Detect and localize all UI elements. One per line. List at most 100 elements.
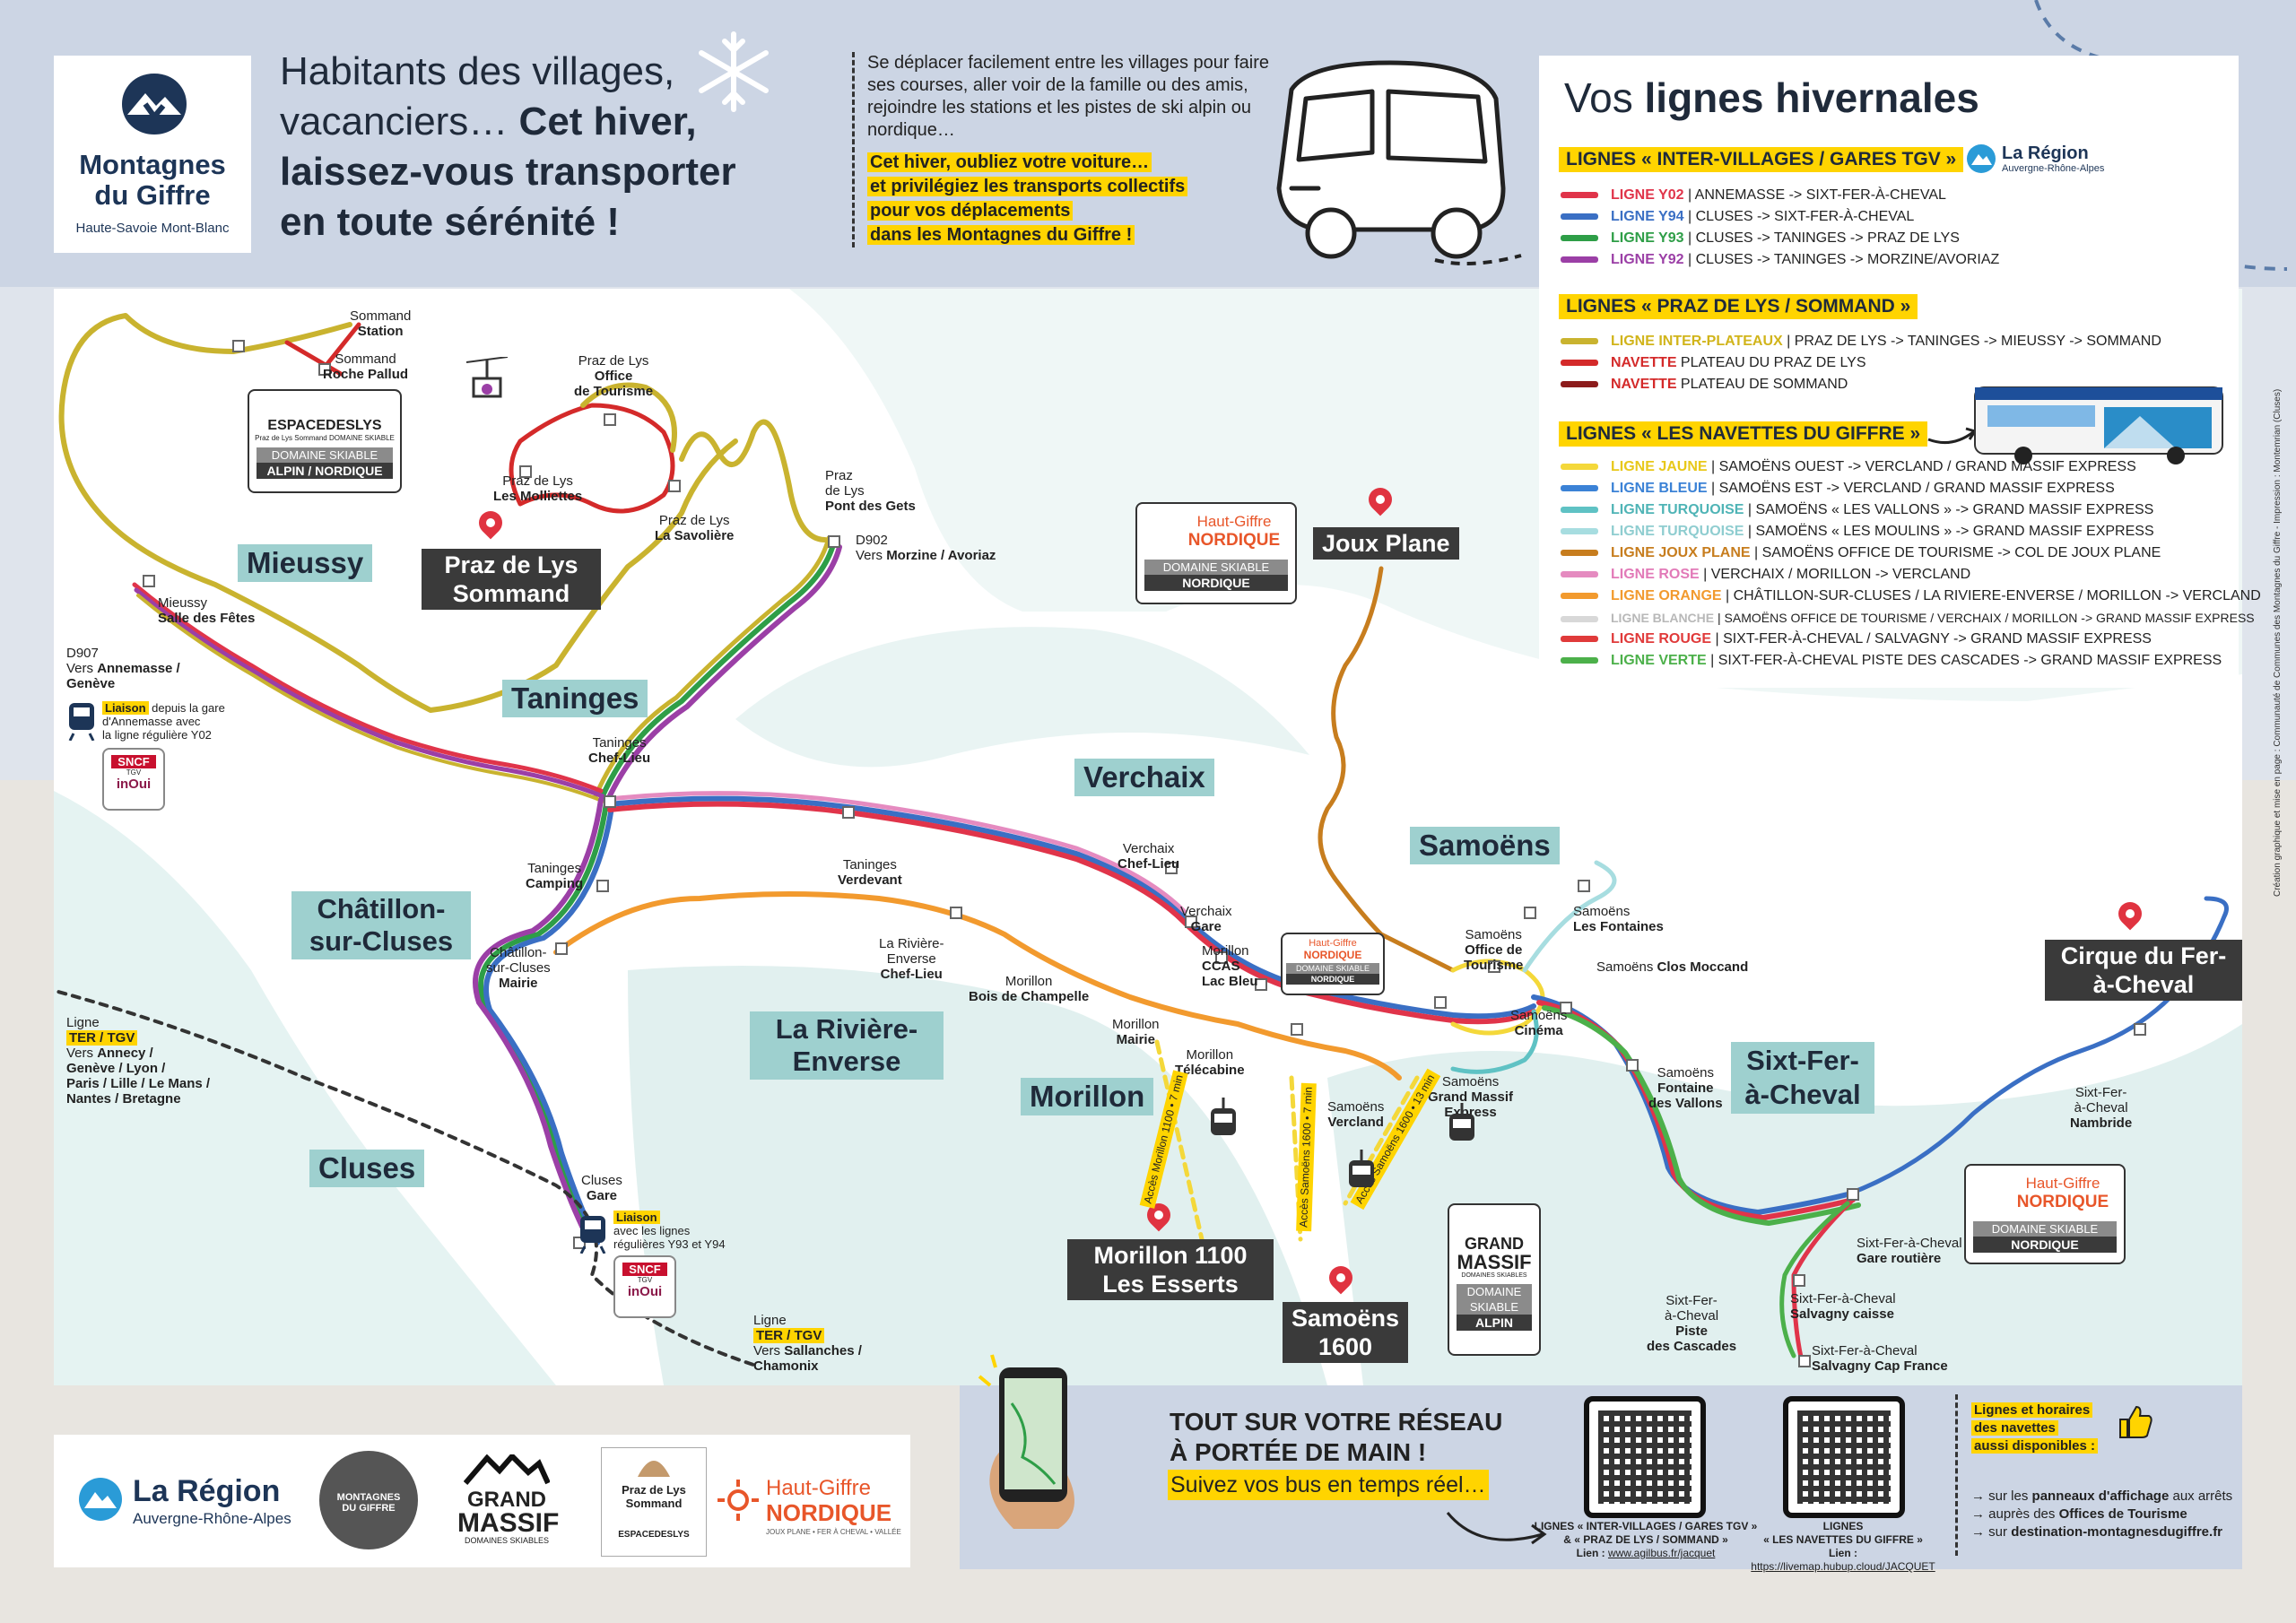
- footer-region-name: La Région: [133, 1474, 281, 1508]
- legend-row-bleue: LIGNE BLEUE | SAMOËNS EST -> VERCLAND / …: [1561, 479, 2115, 499]
- badge-hg1-b: NORDIQUE: [1187, 531, 1281, 550]
- intro-text: Se déplacer facilement entre les village…: [852, 52, 1280, 247]
- dest-morillon-1100[interactable]: Morillon 1100 Les Esserts: [1067, 1239, 1274, 1300]
- legend-row-rouge: LIGNE ROUGE | SIXT-FER-À-CHEVAL / SALVAG…: [1561, 629, 2152, 649]
- info-item-panneaux: → sur les panneaux d'affichage aux arrêt…: [1971, 1488, 2233, 1504]
- badge-espace-sub: Praz de Lys Sommand DOMAINE SKIABLE: [255, 434, 395, 442]
- legend-section-inter-villages: LIGNES « INTER-VILLAGES / GARES TGV »: [1559, 147, 1964, 172]
- train-icon-cluses: [579, 1216, 606, 1254]
- chairlift-icon: [466, 357, 508, 398]
- swatch-inter-plateaux: [1561, 338, 1598, 345]
- qr2-link[interactable]: https://livemap.hubup.cloud/JACQUET: [1751, 1560, 1935, 1573]
- mountain-logo-icon: [122, 74, 187, 135]
- badge-haut-giffre-2: Haut-Giffre NORDIQUE DOMAINE SKIABLE NOR…: [1281, 933, 1385, 995]
- dest-cirque-fer-a-cheval[interactable]: Cirque du Fer-à-Cheval: [2045, 940, 2242, 1001]
- badge-gm-a: GRAND: [1465, 1235, 1524, 1253]
- gondola-icon-gme: [1449, 1103, 1474, 1141]
- badge-gm-l3: ALPIN: [1457, 1315, 1532, 1331]
- dest-praz-de-lys[interactable]: Praz de Lys Sommand: [422, 549, 601, 610]
- intro-paragraph: Se déplacer facilement entre les village…: [867, 53, 1270, 140]
- legend-row-y92: LIGNE Y92 | CLUSES -> TANINGES -> MORZIN…: [1561, 250, 1999, 270]
- badge-hg3-b: NORDIQUE: [2016, 1193, 2109, 1211]
- badge-gm-l1: DOMAINE: [1457, 1284, 1532, 1299]
- info-list: → sur les panneaux d'affichage aux arrêt…: [1971, 1488, 2232, 1541]
- badge-hg3-l1: DOMAINE SKIABLE: [1973, 1221, 2117, 1237]
- badge-sncf2-a: SNCF: [622, 1263, 667, 1276]
- intro-highlight-2: et privilégiez les transports collectifs: [867, 177, 1188, 196]
- thumbs-up-icon: [2119, 1405, 2152, 1438]
- gondola-icon-vercland: [1349, 1150, 1374, 1187]
- qr1-link[interactable]: www.agilbus.fr/jacquet: [1607, 1547, 1716, 1559]
- qr-pattern-2: [1797, 1410, 1891, 1504]
- footer-partner-logos: La Région Auvergne-Rhône-Alpes MONTAGNES…: [54, 1435, 910, 1567]
- haut-giffre-sun-icon: [718, 1480, 759, 1521]
- legend-section-praz-de-lys: LIGNES « PRAZ DE LYS / SOMMAND »: [1559, 294, 1918, 319]
- badge-espace-name: ESPACEDESLYS: [267, 418, 382, 433]
- swatch-y92: [1561, 256, 1598, 264]
- legend-row-blanche: LIGNE BLANCHE | SAMOËNS OFFICE DE TOURIS…: [1561, 608, 2255, 628]
- swatch-navette-praz: [1561, 360, 1598, 367]
- dest-joux-plane[interactable]: Joux Plane: [1313, 527, 1459, 560]
- swatch-jaune: [1561, 464, 1598, 471]
- village-riviere-enverse: La Rivière-Enverse: [750, 1011, 944, 1080]
- snowflake-icon: [699, 31, 769, 112]
- phone-in-hand-icon: [978, 1354, 1074, 1529]
- headline: Habitants des villages, vacanciers… Cet …: [280, 47, 782, 247]
- legend-row-navette-sommand: NAVETTE PLATEAU DE SOMMAND: [1561, 375, 1848, 395]
- region-footer-logo-icon: [79, 1478, 122, 1521]
- badge-hg3-l2: NORDIQUE: [1973, 1237, 2117, 1253]
- bus-photo-illustration: [1974, 386, 2223, 464]
- legend-row-turquoise-moulins: LIGNE TURQUOISE | SAMOËNS « LES MOULINS …: [1561, 522, 2154, 542]
- legend-title: Vos lignes hivernales: [1564, 74, 1979, 121]
- cta-highlight: Suivez vos bus en temps réel…: [1168, 1470, 1489, 1500]
- stop-samoens-clos-moccand[interactable]: Samoëns Clos Moccand: [1596, 959, 1749, 975]
- info-item-website[interactable]: → sur destination-montagnesdugiffre.fr: [1971, 1524, 2223, 1540]
- region-name: La Région: [2002, 143, 2089, 163]
- village-cluses: Cluses: [309, 1150, 425, 1187]
- badge-sncf1-b: TGV: [126, 768, 142, 777]
- qr-pattern-1: [1598, 1410, 1692, 1504]
- dest-samoens-1600[interactable]: Samoëns 1600: [1283, 1302, 1408, 1363]
- qr-code-navettes[interactable]: [1783, 1396, 1905, 1518]
- village-taninges: Taninges: [502, 680, 648, 717]
- region-logo-small: La Région Auvergne-Rhône-Alpes: [1966, 143, 2104, 178]
- qr-code-inter-villages[interactable]: [1584, 1396, 1706, 1518]
- badge-sncf-annemasse: SNCF TGV inOui: [102, 748, 165, 811]
- swatch-rouge: [1561, 636, 1598, 643]
- legend-row-y94: LIGNE Y94 | CLUSES -> SIXT-FER-À-CHEVAL: [1561, 207, 1914, 227]
- swatch-rose: [1561, 571, 1598, 578]
- intro-highlight-3: pour vos déplacements: [867, 201, 1074, 221]
